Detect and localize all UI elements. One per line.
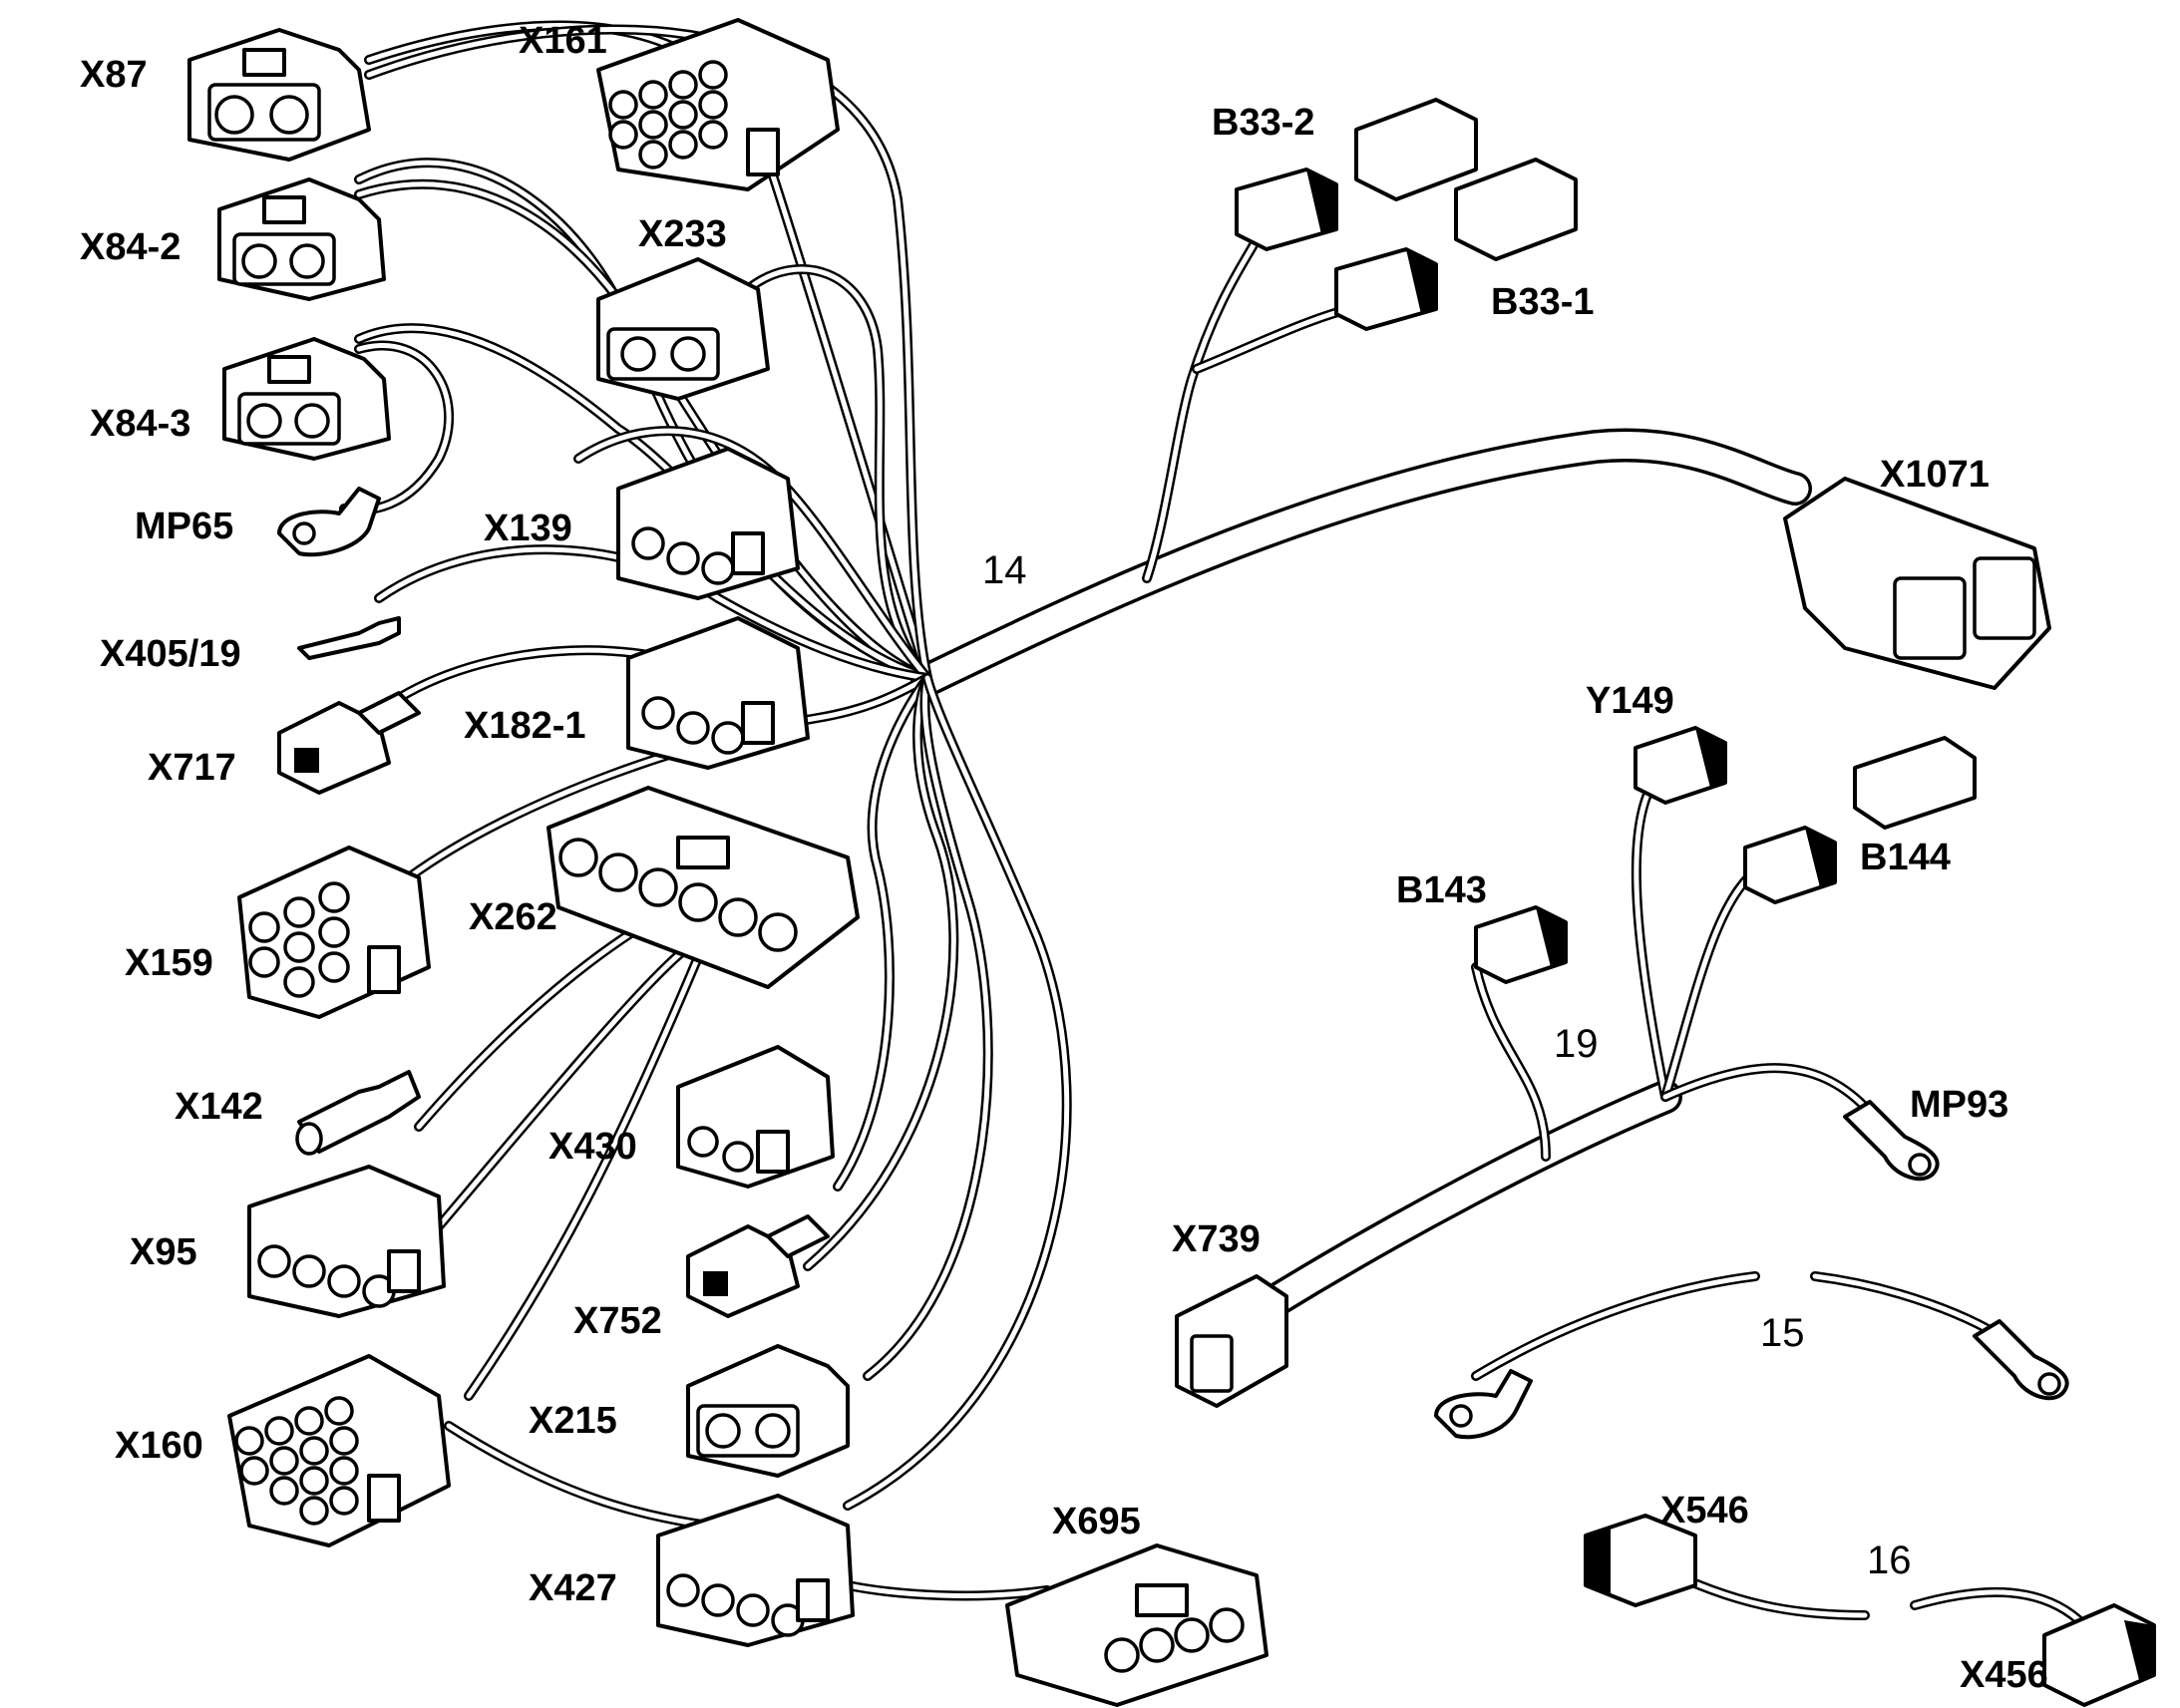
sensor-b144[interactable]: [1743, 826, 1837, 904]
ring-terminal-15-left[interactable]: [1434, 1369, 1533, 1440]
sensor-b143[interactable]: [1474, 905, 1568, 984]
harness-14-wire-inner: [745, 266, 930, 681]
connector-x546[interactable]: [1584, 1514, 1697, 1607]
label-y149: Y149: [1586, 680, 1674, 722]
connector-x160[interactable]: [227, 1354, 451, 1547]
sensor-b144-mate[interactable]: [1853, 736, 1977, 830]
connector-x182-1[interactable]: [626, 616, 810, 770]
connector-x84-2[interactable]: [217, 177, 386, 301]
connector-labels: X87 X161 X84-2 X233 X84-3 MP65 X139 X405…: [80, 20, 2048, 1696]
label-x717: X717: [148, 747, 236, 789]
label-b33-2: B33-2: [1212, 102, 1315, 144]
sensor-b33-1-mate[interactable]: [1454, 158, 1578, 261]
connector-x161[interactable]: [596, 18, 840, 191]
connector-x430[interactable]: [676, 1045, 835, 1189]
label-x262: X262: [469, 896, 557, 938]
label-b144: B144: [1860, 837, 1951, 878]
label-b143: B143: [1396, 869, 1487, 911]
label-x84-3: X84-3: [90, 403, 190, 445]
connector-x752[interactable]: [686, 1214, 830, 1318]
harness-number-15: 15: [1760, 1311, 1805, 1355]
connector-x142[interactable]: [295, 1070, 421, 1156]
label-x405-19: X405/19: [100, 633, 241, 675]
connector-x427[interactable]: [656, 1494, 855, 1647]
label-x160: X160: [115, 1425, 203, 1467]
harness-number-16: 16: [1867, 1538, 1912, 1582]
label-x95: X95: [130, 1231, 197, 1273]
harness-14-wire-inner: [845, 675, 1070, 1509]
label-x84-2: X84-2: [80, 226, 181, 268]
harness-14-wire-inner: [835, 675, 930, 1190]
connector-x695[interactable]: [1005, 1543, 1269, 1707]
harness-14-wire-inner: [805, 675, 956, 1269]
label-x430: X430: [548, 1126, 637, 1168]
label-x233: X233: [638, 213, 727, 255]
label-x182-1: X182-1: [464, 705, 586, 747]
label-x695: X695: [1052, 1501, 1141, 1542]
harness-14-wire-inner: [366, 27, 930, 681]
label-x456: X456: [1960, 1654, 2048, 1696]
connector-x84-3[interactable]: [222, 337, 391, 461]
label-b33-1: B33-1: [1491, 281, 1595, 323]
pin-terminal-x405-19[interactable]: [297, 616, 401, 660]
label-x739: X739: [1172, 1218, 1261, 1260]
label-x87: X87: [80, 54, 148, 96]
ring-terminal-15-right[interactable]: [1973, 1319, 2069, 1401]
sensor-b33-2-mate[interactable]: [1354, 98, 1478, 201]
label-x161: X161: [519, 20, 607, 62]
valve-y149[interactable]: [1634, 726, 1727, 805]
sensor-b33-1[interactable]: [1334, 247, 1438, 331]
harness-14-wire-inner: [446, 1423, 711, 1529]
connector-x1071[interactable]: [1783, 477, 2051, 690]
label-x427: X427: [529, 1567, 617, 1609]
connector-x159[interactable]: [237, 846, 431, 1019]
connector-x739[interactable]: [1175, 1274, 1288, 1408]
label-x159: X159: [125, 942, 213, 984]
harness-14-wire-inner: [865, 675, 991, 1379]
label-x546: X546: [1660, 1490, 1749, 1532]
label-x752: X752: [573, 1300, 662, 1342]
harness-14-wire-inner: [466, 954, 701, 1399]
connector-x456[interactable]: [2042, 1603, 2156, 1707]
label-x215: X215: [529, 1400, 617, 1442]
connector-x262[interactable]: [546, 786, 860, 989]
connector-x717[interactable]: [277, 691, 421, 795]
harness-14-wire-inner: [845, 1582, 1050, 1598]
connector-x215[interactable]: [686, 1344, 850, 1478]
label-mp65: MP65: [135, 506, 233, 547]
label-x1071: X1071: [1880, 454, 1990, 496]
connector-x233[interactable]: [596, 257, 770, 401]
harness-14-wire-inner: [436, 944, 691, 1229]
sensor-b33-2[interactable]: [1235, 168, 1338, 251]
label-x139: X139: [484, 508, 572, 549]
harness-14-wires: [339, 20, 1812, 1601]
ring-terminal-mp65[interactable]: [277, 487, 381, 557]
label-x142: X142: [175, 1086, 263, 1128]
connector-x95[interactable]: [247, 1165, 446, 1318]
label-mp93: MP93: [1910, 1084, 2008, 1126]
harness-number-19: 19: [1554, 1022, 1599, 1066]
ring-terminal-mp93[interactable]: [1843, 1100, 1940, 1182]
harness-numbers: 14 19 15 16: [982, 548, 1912, 1582]
connector-x87[interactable]: [187, 28, 371, 162]
harness-number-14: 14: [982, 548, 1027, 592]
connector-x139[interactable]: [616, 447, 800, 600]
